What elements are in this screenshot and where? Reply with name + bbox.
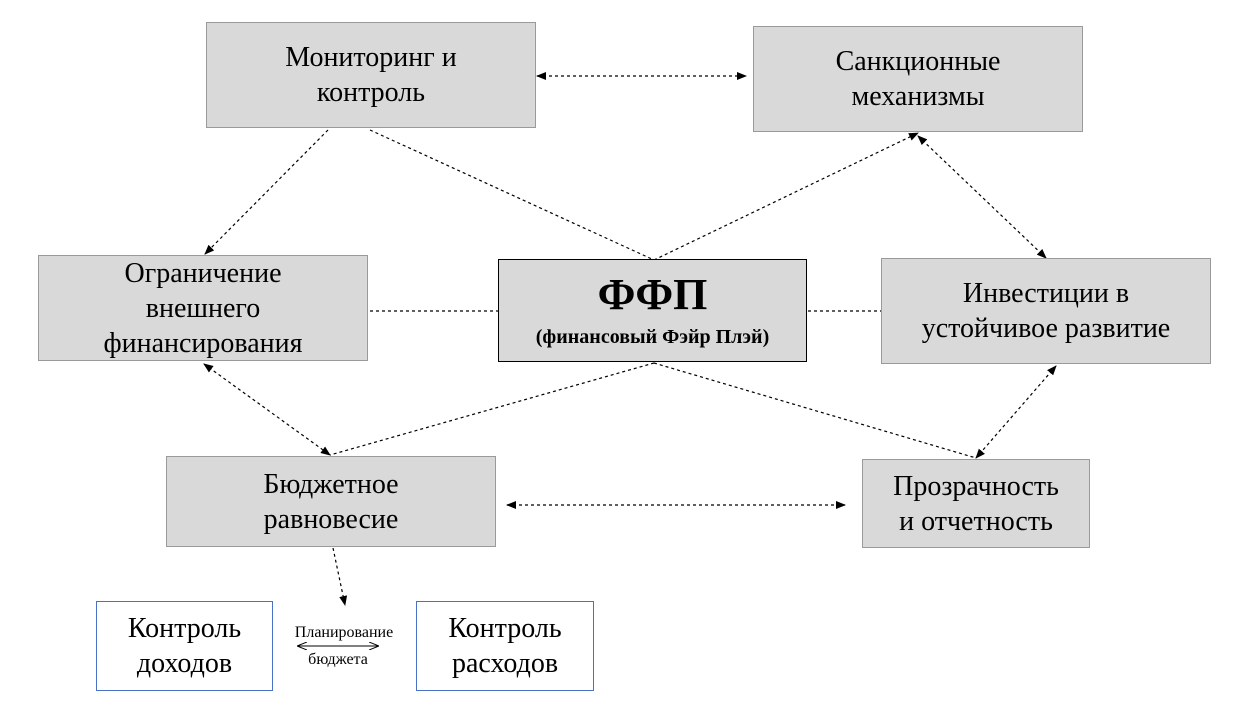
- node-investments-label: Инвестиции в устойчивое развитие: [921, 278, 1171, 344]
- node-expense-control-label: Контроль расходов: [448, 613, 562, 679]
- node-revenue-control-label: Контроль доходов: [127, 613, 242, 679]
- arrow-center-sanctions: [653, 132, 919, 261]
- budget-planning-label-bottom: бюджета: [280, 651, 396, 669]
- node-ffp-center: ФФП (финансовый Фэйр Плэй): [498, 259, 807, 362]
- line-center-budget: [329, 362, 655, 456]
- node-budget-balance: Бюджетное равновесие: [166, 456, 496, 547]
- line-center-transparency: [653, 362, 977, 459]
- arrow-monitoring-financing: [204, 129, 329, 255]
- node-transparency-label: Прозрачность и отчетность: [893, 470, 1059, 537]
- node-expense-control: Контроль расходов: [416, 601, 594, 691]
- budget-planning-line1: Планирование: [294, 624, 394, 641]
- center-title: ФФП: [597, 269, 708, 319]
- node-budget-balance-label: Бюджетное равновесие: [263, 468, 399, 535]
- budget-planning-label-top: Планирование: [280, 624, 408, 642]
- node-external-financing-label: Ограничение внешнего финансирования: [103, 257, 303, 359]
- node-monitoring: Мониторинг и контроль: [206, 22, 536, 128]
- node-investments: Инвестиции в устойчивое развитие: [881, 258, 1211, 364]
- node-sanctions-label: Санкционные механизмы: [835, 46, 1001, 112]
- node-transparency: Прозрачность и отчетность: [862, 459, 1090, 548]
- budget-planning-line2: бюджета: [308, 651, 368, 668]
- arrow-financing-budget: [203, 363, 331, 456]
- arrow-investments-transparency: [975, 365, 1057, 459]
- node-sanctions: Санкционные механизмы: [753, 26, 1083, 132]
- node-revenue-control: Контроль доходов: [96, 601, 273, 691]
- node-external-financing: Ограничение внешнего финансирования: [38, 255, 368, 361]
- node-monitoring-label: Мониторинг и контроль: [285, 42, 457, 108]
- center-subtitle: (финансовый Фэйр Плэй): [535, 326, 770, 349]
- arrow-sanctions-investments: [917, 135, 1047, 259]
- line-monitoring-center: [369, 129, 655, 261]
- arrow-budget-down: [332, 547, 348, 606]
